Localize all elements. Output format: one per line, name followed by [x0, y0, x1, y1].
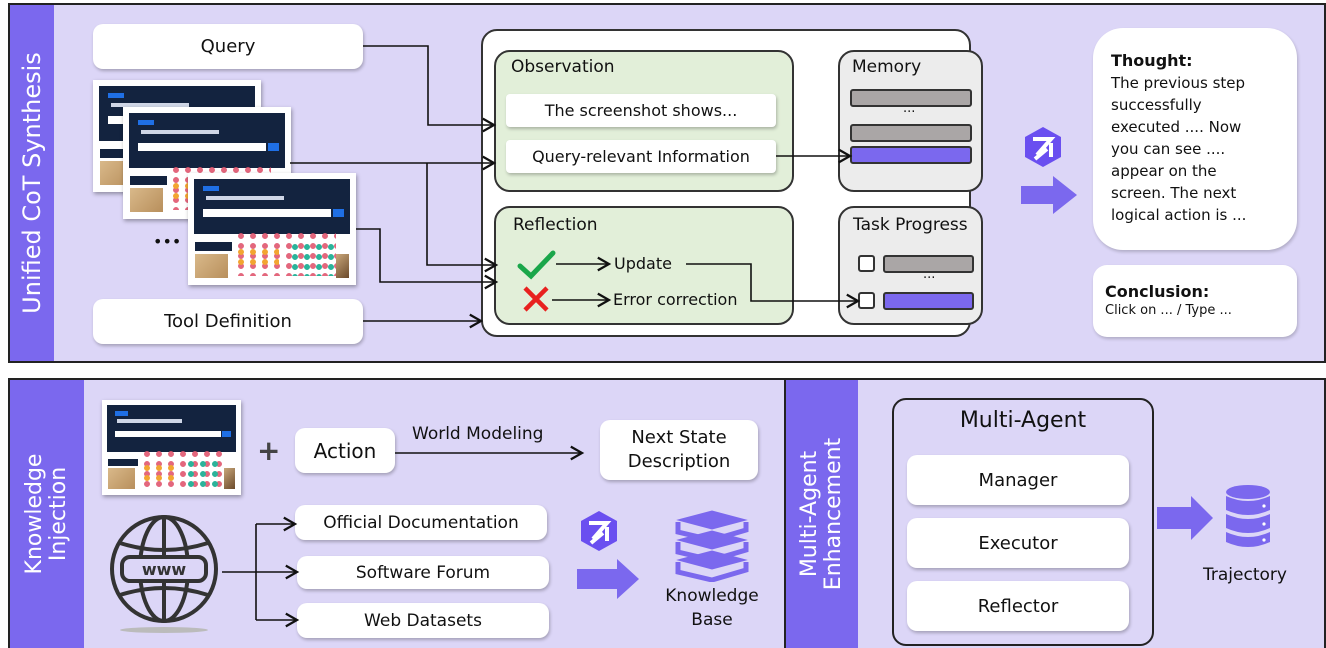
agent-executor: Executor: [907, 518, 1129, 568]
memory-box: [838, 50, 983, 192]
thought-line: appear on the: [1111, 162, 1217, 180]
thought-bubble: Thought: The previous step successfully …: [1093, 28, 1297, 250]
thought-line: screen. The next: [1111, 184, 1237, 202]
ellipsis-dots: •••: [153, 232, 182, 251]
action-box: Action: [295, 428, 395, 473]
multi-agent-title: Multi-Agent: [959, 408, 1087, 433]
cross-icon: [523, 286, 549, 312]
books-icon: [675, 510, 749, 582]
source-software-forum: Software Forum: [297, 556, 549, 589]
thought-line: you can see ....: [1111, 140, 1226, 158]
memory-new-entry-bar: [850, 146, 972, 164]
thought-line: The previous step: [1111, 74, 1246, 92]
conclusion-text: Click on ... / Type ...: [1105, 303, 1232, 318]
trajectory-label: Trajectory: [1203, 565, 1287, 585]
thought-title: Thought:: [1111, 51, 1193, 70]
multi-agent-box: [892, 398, 1154, 646]
world-modeling-label: World Modeling: [412, 424, 544, 444]
right-arrow-icon: [1021, 176, 1077, 214]
screenshot-thumbnail-knowledge: [102, 400, 241, 495]
knowledge-base-label: Knowledge Base: [665, 586, 759, 630]
source-official-documentation: Official Documentation: [295, 505, 547, 540]
task-progress-ellipsis: ...: [923, 267, 936, 282]
qwen-logo-icon: [1025, 127, 1061, 167]
memory-ellipsis: ...: [903, 101, 916, 116]
database-icon: [1226, 485, 1270, 547]
conclusion-title: Conclusion:: [1105, 282, 1210, 301]
thought-line: executed .... Now: [1111, 118, 1242, 136]
task-checkbox: [858, 255, 875, 272]
memory-entry-bar: [850, 89, 972, 107]
reflection-update: Update: [614, 254, 672, 273]
memory-title: Memory: [852, 57, 922, 77]
observation-title: Observation: [511, 57, 615, 77]
side-label-bar: Unified CoT Synthesis: [10, 5, 54, 361]
right-arrow-icon: [577, 559, 639, 599]
side-label-knowledge-injection: Knowledge Injection: [22, 453, 71, 575]
plus-sign: +: [257, 434, 281, 467]
thought-line: successfully: [1111, 96, 1202, 114]
svg-text:www: www: [142, 560, 187, 579]
task-progress-title: Task Progress: [853, 215, 968, 235]
task-checkbox-current: [858, 292, 875, 309]
tool-definition-box: Tool Definition: [93, 299, 363, 344]
task-bar: [883, 255, 974, 273]
right-arrow-icon: [1157, 496, 1213, 540]
reflection-error-correction: Error correction: [613, 290, 738, 309]
task-current-bar: [883, 292, 974, 310]
conclusion-box: Conclusion: Click on ... / Type ...: [1093, 265, 1297, 337]
thought-line: logical action is ...: [1111, 206, 1247, 224]
memory-entry-bar: [850, 124, 972, 142]
side-label-unified-cot: Unified CoT Synthesis: [18, 52, 46, 314]
observation-item-query-relevant: Query-relevant Information: [506, 140, 776, 173]
reflection-title: Reflection: [513, 215, 598, 235]
globe-www-icon: www: [110, 515, 218, 633]
observation-item-screenshot: The screenshot shows...: [506, 94, 776, 127]
next-state-description-box: Next State Description: [600, 420, 758, 480]
side-label-multi-agent-enhancement: Multi-Agent Enhancement: [797, 437, 846, 591]
screenshot-thumbnail-3: [188, 173, 356, 285]
side-label-bar: Multi-Agent Enhancement: [786, 380, 858, 648]
agent-reflector: Reflector: [907, 581, 1129, 631]
qwen-logo-icon: [581, 511, 617, 551]
agent-manager: Manager: [907, 455, 1129, 505]
query-box: Query: [93, 24, 363, 69]
check-icon: [517, 250, 556, 280]
source-web-datasets: Web Datasets: [297, 603, 549, 638]
side-label-bar: Knowledge Injection: [10, 380, 84, 648]
